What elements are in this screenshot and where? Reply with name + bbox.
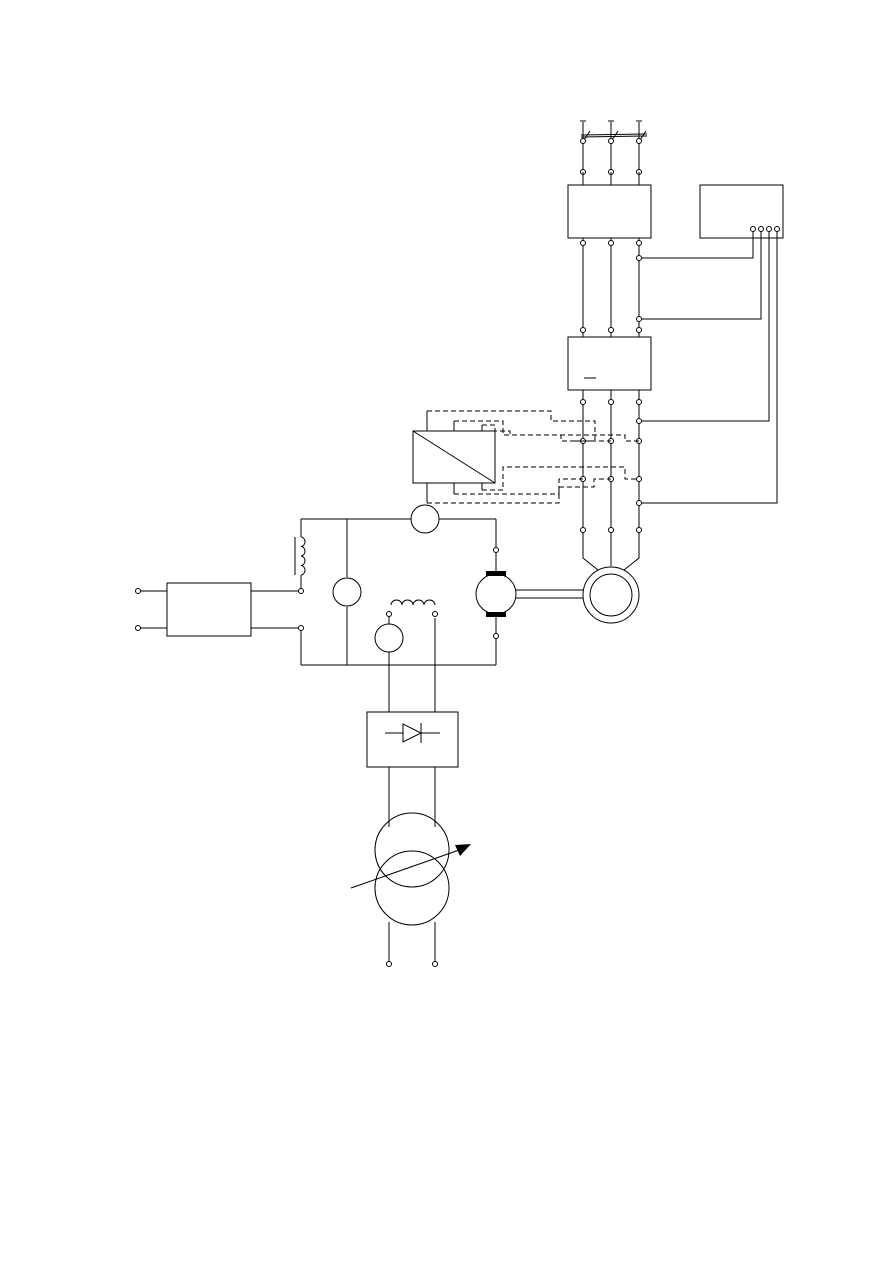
dc-machine — [475, 547, 517, 639]
main-switch — [580, 130, 648, 175]
converter-block — [412, 411, 496, 503]
upper-device-box — [567, 172, 652, 246]
field-inductor-vertical — [294, 536, 306, 576]
control-wiring — [641, 232, 778, 504]
excitation-winding — [386, 599, 438, 712]
variable-transformer — [350, 812, 471, 967]
shaft-coupling — [516, 589, 583, 599]
rectifier — [366, 711, 459, 827]
lower-device-box — [567, 333, 652, 405]
voltmeter — [332, 577, 362, 607]
dashed-signal-links — [427, 410, 639, 504]
armature-circuit — [298, 518, 497, 666]
control-unit-box — [699, 184, 784, 239]
ac-motor — [582, 566, 640, 624]
three-phase-supply — [580, 120, 642, 141]
input-device-box — [135, 582, 298, 637]
field-ammeter — [374, 623, 404, 653]
phase-conductors-lower — [580, 404, 642, 571]
phase-conductors-upper — [580, 245, 642, 333]
ammeter — [410, 504, 440, 534]
